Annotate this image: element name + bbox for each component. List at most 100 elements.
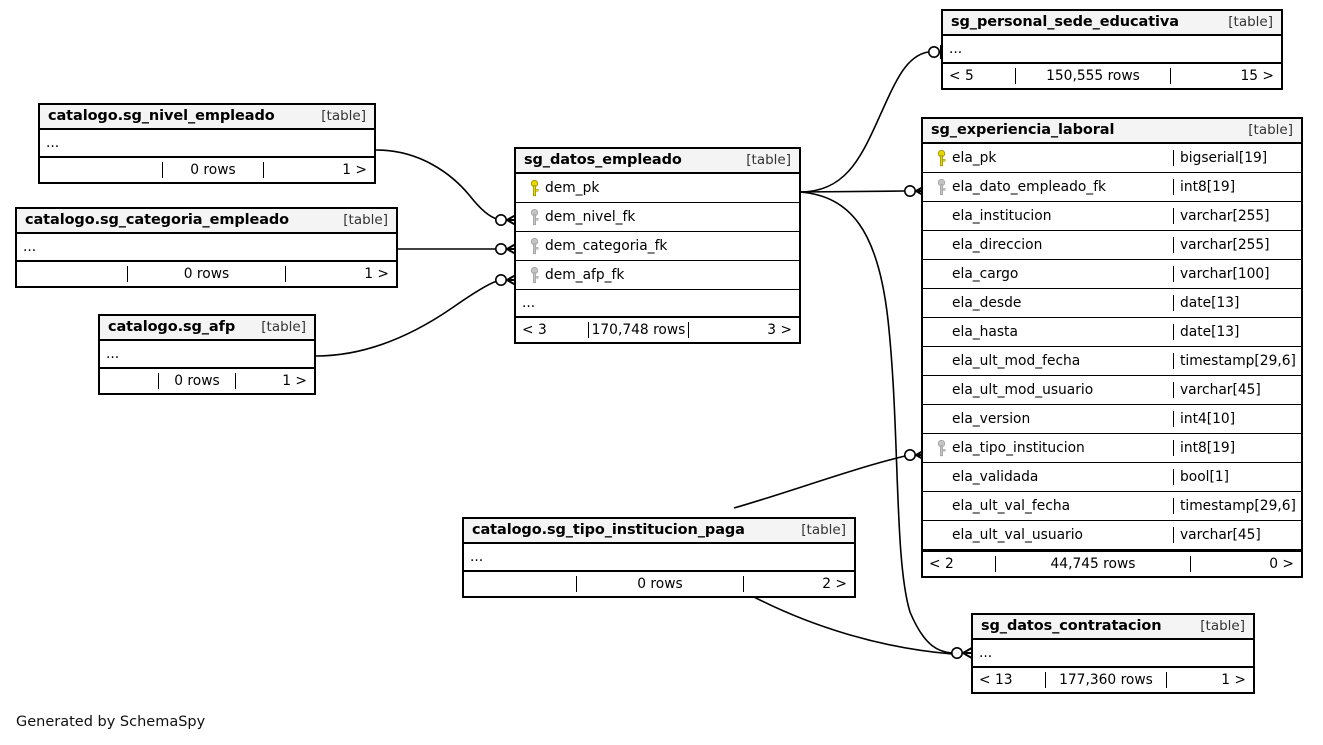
table-name: sg_datos_empleado xyxy=(524,152,682,168)
column-row[interactable]: ela_validada bool[1] xyxy=(923,463,1301,492)
table-footer: < 3 170,748 rows 3 > xyxy=(516,316,799,342)
table-tag: [table] xyxy=(801,522,846,538)
column-type: int8[19] xyxy=(1173,179,1301,195)
column-row[interactable]: ela_direccion varchar[255] xyxy=(923,231,1301,260)
column-name: dem_pk xyxy=(545,180,600,196)
table-footer: < 5 150,555 rows 15 > xyxy=(943,62,1281,88)
generator-credit: Generated by SchemaSpy xyxy=(16,714,206,730)
foreign-key-icon xyxy=(523,266,545,284)
column-type: varchar[45] xyxy=(1173,382,1301,398)
column-name: ela_tipo_institucion xyxy=(952,440,1085,456)
column-row[interactable]: ela_desde date[13] xyxy=(923,289,1301,318)
table-sg_personal_sede_educativa[interactable]: sg_personal_sede_educativa [table] ... <… xyxy=(941,9,1283,90)
footer-rows: 0 rows xyxy=(576,576,744,592)
column-row[interactable]: ela_dato_empleado_fk int8[19] xyxy=(923,173,1301,202)
foreign-key-icon xyxy=(523,237,545,255)
table-name: catalogo.sg_tipo_institucion_paga xyxy=(472,522,745,538)
column-name: ela_ult_val_fecha xyxy=(952,498,1071,514)
footer-rows: 170,748 rows xyxy=(588,322,689,338)
column-row[interactable]: ela_ult_val_usuario varchar[45] xyxy=(923,521,1301,550)
table-ellipsis: ... xyxy=(464,544,854,570)
foreign-key-icon xyxy=(523,208,545,226)
column-type: bool[1] xyxy=(1173,469,1301,485)
column-type: timestamp[29,6] xyxy=(1173,498,1301,514)
column-name: ela_ult_mod_usuario xyxy=(952,382,1094,398)
column-row[interactable]: ela_ult_mod_fecha timestamp[29,6] xyxy=(923,347,1301,376)
table-tag: [table] xyxy=(343,212,388,228)
table-ellipsis: ... xyxy=(100,341,314,367)
table-footer: 0 rows 1 > xyxy=(17,260,396,286)
footer-parents: < 3 xyxy=(522,322,547,338)
table-tag: [table] xyxy=(321,108,366,124)
foreign-key-icon xyxy=(930,439,952,457)
column-name: ela_hasta xyxy=(952,324,1018,340)
column-name: ela_version xyxy=(952,411,1031,427)
table-ellipsis: ... xyxy=(516,290,799,316)
footer-children: 1 > xyxy=(1221,672,1246,688)
column-row[interactable]: ela_ult_val_fecha timestamp[29,6] xyxy=(923,492,1301,521)
table-name: catalogo.sg_categoria_empleado xyxy=(25,212,290,228)
table-ellipsis: ... xyxy=(40,130,374,156)
table-catalogo_sg_nivel_empleado[interactable]: catalogo.sg_nivel_empleado [table] ... 0… xyxy=(38,103,376,184)
column-row[interactable]: ela_institucion varchar[255] xyxy=(923,202,1301,231)
table-name: catalogo.sg_afp xyxy=(108,319,236,335)
table-name: sg_datos_contratacion xyxy=(981,618,1162,634)
column-type: int4[10] xyxy=(1173,411,1301,427)
column-name: dem_nivel_fk xyxy=(545,209,636,225)
column-name: ela_ult_mod_fecha xyxy=(952,353,1081,369)
table-footer: 0 rows 1 > xyxy=(100,367,314,393)
table-catalogo_sg_afp[interactable]: catalogo.sg_afp [table] ... 0 rows 1 > xyxy=(98,314,316,395)
column-type: bigserial[19] xyxy=(1173,150,1301,166)
column-row[interactable]: dem_categoria_fk xyxy=(516,232,799,261)
table-header: sg_personal_sede_educativa [table] xyxy=(943,11,1281,36)
table-header: catalogo.sg_nivel_empleado [table] xyxy=(40,105,374,130)
column-name: ela_institucion xyxy=(952,208,1052,224)
table-ellipsis: ... xyxy=(17,234,396,260)
footer-children: 15 > xyxy=(1240,68,1274,84)
table-sg_experiencia_laboral[interactable]: sg_experiencia_laboral [table] ela_pk bi… xyxy=(921,117,1303,578)
footer-rows: 0 rows xyxy=(158,373,236,389)
column-name: ela_cargo xyxy=(952,266,1019,282)
column-row[interactable]: ela_cargo varchar[100] xyxy=(923,260,1301,289)
table-ellipsis: ... xyxy=(973,640,1253,666)
table-tag: [table] xyxy=(1228,14,1273,30)
footer-parents: < 13 xyxy=(979,672,1013,688)
table-catalogo_sg_categoria_empleado[interactable]: catalogo.sg_categoria_empleado [table] .… xyxy=(15,207,398,288)
table-ellipsis: ... xyxy=(943,36,1281,62)
column-row[interactable]: ela_version int4[10] xyxy=(923,405,1301,434)
column-name: ela_pk xyxy=(952,150,997,166)
table-header: catalogo.sg_categoria_empleado [table] xyxy=(17,209,396,234)
column-name: ela_desde xyxy=(952,295,1022,311)
column-name: ela_validada xyxy=(952,469,1039,485)
column-row[interactable]: dem_pk xyxy=(516,174,799,203)
footer-parents: < 5 xyxy=(949,68,974,84)
column-type: date[13] xyxy=(1173,295,1301,311)
footer-parents: < 2 xyxy=(929,556,954,572)
column-row[interactable]: ela_hasta date[13] xyxy=(923,318,1301,347)
table-sg_datos_contratacion[interactable]: sg_datos_contratacion [table] ... < 13 1… xyxy=(971,613,1255,694)
column-name: dem_afp_fk xyxy=(545,267,625,283)
table-header: catalogo.sg_tipo_institucion_paga [table… xyxy=(464,519,854,544)
column-row[interactable]: dem_nivel_fk xyxy=(516,203,799,232)
footer-rows: 0 rows xyxy=(162,162,264,178)
column-name: ela_direccion xyxy=(952,237,1043,253)
column-name: ela_ult_val_usuario xyxy=(952,527,1083,543)
footer-children: 1 > xyxy=(364,266,389,282)
column-name: ela_dato_empleado_fk xyxy=(952,179,1107,195)
table-name: catalogo.sg_nivel_empleado xyxy=(48,108,275,124)
table-header: catalogo.sg_afp [table] xyxy=(100,316,314,341)
primary-key-icon xyxy=(523,179,545,197)
footer-rows: 0 rows xyxy=(127,266,286,282)
foreign-key-icon xyxy=(930,178,952,196)
column-type: varchar[45] xyxy=(1173,527,1301,543)
column-type: int8[19] xyxy=(1173,440,1301,456)
table-sg_datos_empleado[interactable]: sg_datos_empleado [table] dem_pk dem_niv… xyxy=(514,147,801,344)
footer-children: 0 > xyxy=(1269,556,1294,572)
table-header: sg_datos_contratacion [table] xyxy=(973,615,1253,640)
column-row[interactable]: ela_ult_mod_usuario varchar[45] xyxy=(923,376,1301,405)
column-row[interactable]: dem_afp_fk xyxy=(516,261,799,290)
table-catalogo_sg_tipo_institucion_paga[interactable]: catalogo.sg_tipo_institucion_paga [table… xyxy=(462,517,856,598)
column-row[interactable]: ela_pk bigserial[19] xyxy=(923,144,1301,173)
column-row[interactable]: ela_tipo_institucion int8[19] xyxy=(923,434,1301,463)
